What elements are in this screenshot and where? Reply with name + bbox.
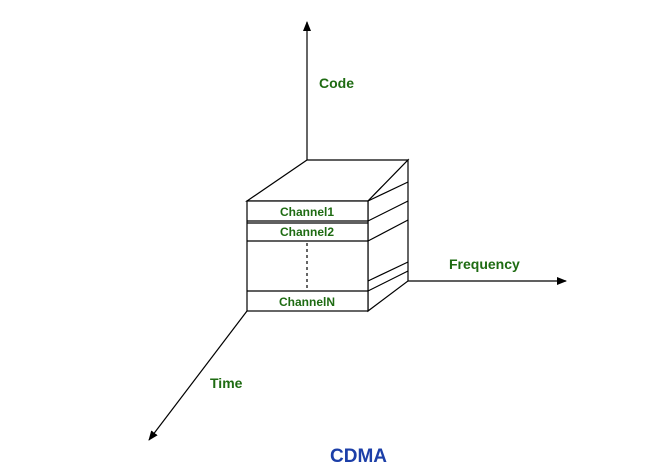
frequency-axis-label: Frequency [449,256,520,272]
side-line-2 [367,200,409,222]
time-axis-label: Time [210,375,243,391]
channeln-label: ChannelN [278,295,335,309]
diagram-title: CDMA [330,446,387,467]
channel-cube [245,158,410,313]
side-line-3 [367,219,409,242]
side-line-4 [367,261,409,282]
code-axis-label: Code [319,75,354,91]
side-line-1 [367,181,409,202]
time-axis [148,310,248,441]
channel2-label: Channel2 [279,225,334,239]
side-line-5 [367,270,409,292]
channel1-label: Channel1 [279,205,334,219]
